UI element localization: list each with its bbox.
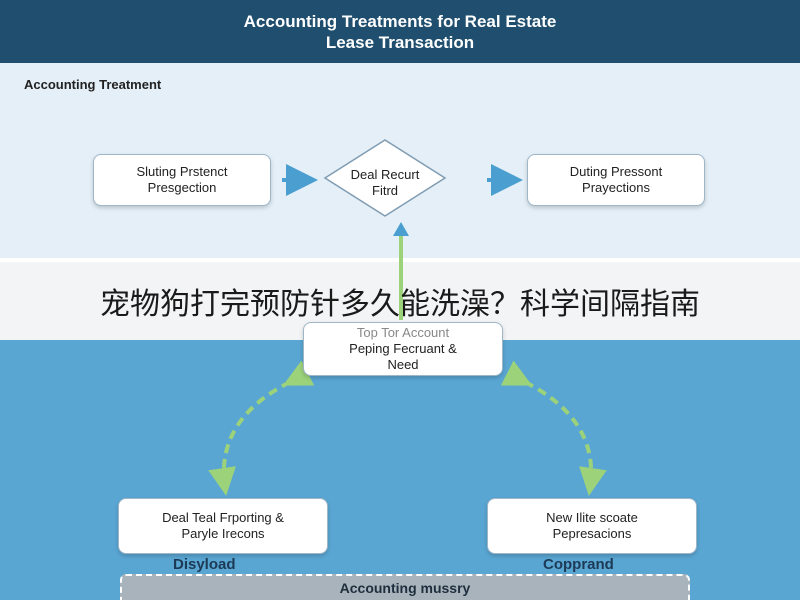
diagram-header: Accounting Treatments for Real Estate Le… (0, 0, 800, 63)
bottom-panel (0, 340, 800, 600)
tag-right: Copprand (543, 556, 614, 573)
decision-line2: Fitrd (372, 183, 398, 198)
curved-arrow-right (500, 360, 607, 496)
decision-diamond (323, 139, 447, 217)
node-left-line2: Presgection (147, 180, 217, 195)
node-left-line1: Sluting Prstenct (136, 164, 228, 179)
node-middle-line2: Peping Fecruant & (349, 341, 457, 356)
tag-left: Disyload (173, 556, 236, 573)
decision-label: Deal Recurt Fitrd (330, 167, 440, 199)
node-right: Duting Pressont Prayections (527, 154, 705, 206)
node-right-line2: Prayections (582, 180, 650, 195)
curved-arrow-left (208, 360, 315, 496)
node-middle-line1: Top Tor Account (356, 325, 450, 340)
node-bottom-left: Deal Teal Frporting & Paryle Irecons (118, 498, 328, 554)
summary-bar: Accounting mussry (120, 574, 690, 600)
summary-bar-label: Accounting mussry (339, 580, 471, 596)
node-bottom-left-line1: Deal Teal Frporting & (162, 510, 284, 525)
header-title-line1: Accounting Treatments for Real Estate (243, 11, 557, 31)
section-label: Accounting Treatment (24, 77, 162, 92)
arrowhead-up (393, 222, 409, 236)
node-bottom-left-line2: Paryle Irecons (181, 526, 265, 541)
overlay-caption: 宠物狗打完预防针多久能洗澡？科学间隔指南 (100, 287, 700, 322)
node-middle-line3: Need (387, 357, 419, 372)
node-bottom-right-line1: New Ilite scoate (546, 510, 638, 525)
node-middle: Top Tor Account Peping Fecruant & Need (303, 322, 503, 376)
header-title-line2: Lease Transaction (325, 32, 475, 52)
node-left: Sluting Prstenct Presgection (93, 154, 271, 206)
node-right-line1: Duting Pressont (569, 164, 663, 179)
node-bottom-right-line2: Pepresacions (552, 526, 632, 541)
node-bottom-right: New Ilite scoate Pepresacions (487, 498, 697, 554)
decision-line1: Deal Recurt (350, 167, 420, 182)
